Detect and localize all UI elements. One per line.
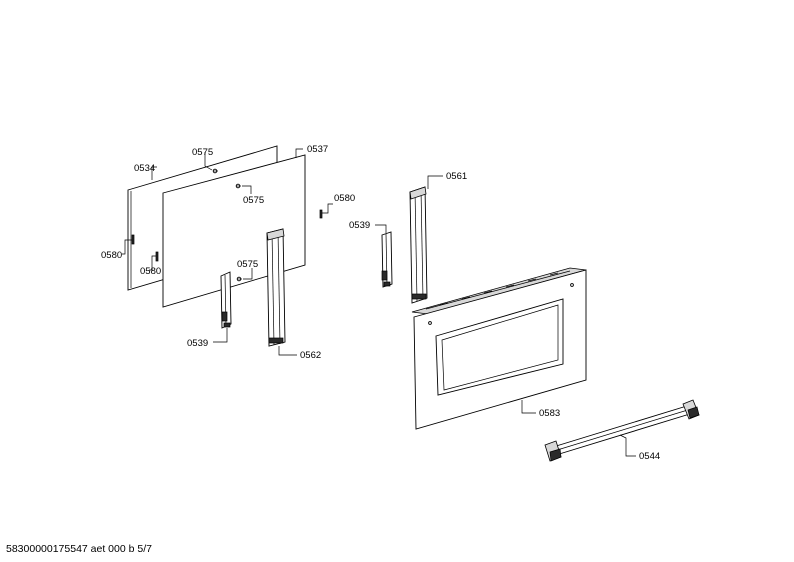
clip-0575-low [236, 276, 242, 282]
bracket-0539-left [220, 271, 232, 329]
clip-0575-top [212, 168, 218, 174]
callout-0583: 0583 [539, 408, 560, 419]
callout-0537: 0537 [307, 144, 328, 155]
oven-door-0583 [411, 267, 587, 430]
clip-0575-mid [235, 183, 241, 189]
pin-0580-center [319, 209, 323, 219]
callout-0575-low: 0575 [237, 259, 258, 270]
document-id-footer: 58300000175547 aet 000 b 5/7 [6, 543, 152, 555]
callout-0580-center: 0580 [334, 193, 355, 204]
callout-0534: 0534 [134, 163, 155, 174]
callout-0575-top: 0575 [192, 147, 213, 158]
profile-0561 [409, 186, 428, 304]
callout-0561: 0561 [446, 171, 467, 182]
handle-0544 [544, 399, 700, 462]
pin-0580-left-inner [155, 251, 159, 262]
callout-0580-left-outer: 0580 [101, 250, 122, 261]
pin-0580-left-outer [131, 234, 135, 245]
callout-0562: 0562 [300, 350, 321, 361]
leader-lines [122, 148, 636, 457]
callout-0539-left: 0539 [187, 338, 208, 349]
callout-labels: 0534 0575 0537 0575 0580 0580 0575 0539 … [101, 144, 660, 462]
callout-0575-mid: 0575 [243, 195, 264, 206]
callout-0580-left-inner: 0580 [140, 266, 161, 277]
profile-0562 [266, 228, 286, 347]
bracket-0539-right [381, 231, 393, 288]
callout-0544: 0544 [639, 451, 660, 462]
callout-0539-right: 0539 [349, 220, 370, 231]
